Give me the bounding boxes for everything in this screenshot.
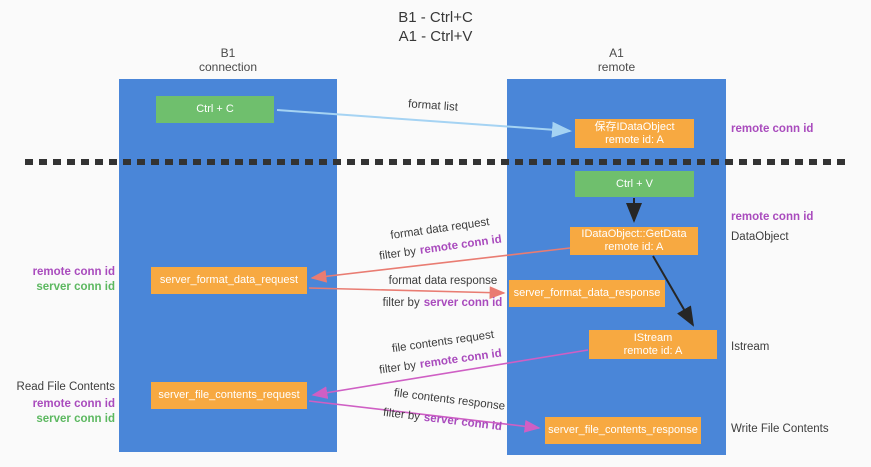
- phase-separator-dashed-line: [25, 159, 846, 165]
- left-read-file-contents: Read File Contents: [16, 381, 115, 393]
- node-format-request-label: server_format_data_request: [159, 274, 299, 286]
- filter-by-text: filter by: [378, 359, 417, 377]
- right-remote-conn-id-top: remote conn id: [731, 123, 814, 135]
- left-server-conn-id-top: server conn id: [36, 281, 115, 293]
- label-format-data-response-text: format data response: [388, 275, 498, 287]
- arrow-format-data-response: [308, 286, 506, 300]
- server-conn-id-text: server conn id: [423, 297, 503, 309]
- node-istream-line1: IStream: [633, 331, 673, 344]
- label-file-contents-response-text: file contents response: [393, 387, 506, 413]
- node-server-format-data-response: server_format_data_response: [509, 280, 665, 307]
- lane-b1-subtitle: connection: [198, 60, 258, 74]
- node-save-idataobject: 保存IDataObject remote id: A: [575, 119, 694, 148]
- lane-header-b1: B1 connection: [119, 46, 337, 74]
- lane-a1-name: A1: [609, 46, 624, 60]
- node-format-response-label: server_format_data_response: [513, 287, 661, 299]
- remote-conn-id-text: remote conn id: [419, 347, 503, 371]
- node-idataobject-getdata: IDataObject::GetData remote id: A: [570, 227, 698, 255]
- node-server-format-data-request: server_format_data_request: [151, 267, 307, 294]
- server-conn-id-text: server conn id: [423, 411, 503, 434]
- label-format-list: format list: [388, 97, 479, 115]
- node-save-idataobject-line1: 保存IDataObject: [594, 120, 675, 133]
- filter-by-text: filter by: [378, 245, 417, 263]
- node-getdata-line2: remote id: A: [604, 241, 664, 253]
- title-line-2: A1 - Ctrl+V: [398, 28, 473, 45]
- node-istream: IStream remote id: A: [589, 330, 717, 359]
- lane-header-a1: A1 remote: [507, 46, 726, 74]
- node-file-response-label: server_file_contents_response: [548, 424, 698, 436]
- right-dataobject: DataObject: [731, 231, 789, 243]
- node-file-request-label: server_file_contents_request: [158, 389, 300, 401]
- node-ctrl-c: Ctrl + C: [156, 96, 274, 123]
- label-format-list-text: format list: [407, 98, 459, 114]
- left-remote-conn-id-bottom: remote conn id: [32, 398, 115, 410]
- title-line-1: B1 - Ctrl+C: [398, 9, 473, 26]
- filter-by-text: filter by: [382, 297, 420, 309]
- left-server-conn-id-bottom: server conn id: [36, 413, 115, 425]
- node-getdata-line1: IDataObject::GetData: [581, 228, 687, 240]
- right-write-file-contents: Write File Contents: [731, 423, 829, 435]
- lane-b1-name: B1: [220, 46, 236, 60]
- node-server-file-contents-request: server_file_contents_request: [151, 382, 307, 409]
- remote-conn-id-text: remote conn id: [419, 233, 503, 257]
- diagram-title: B1 - Ctrl+C A1 - Ctrl+V: [0, 8, 871, 46]
- filter-by-text: filter by: [382, 406, 421, 424]
- label-format-data-response: format data response: [378, 275, 508, 287]
- node-ctrl-c-label: Ctrl + C: [196, 103, 234, 115]
- node-ctrl-v-label: Ctrl + V: [616, 177, 653, 190]
- node-save-idataobject-line2: remote id: A: [605, 133, 664, 146]
- right-remote-conn-id-mid: remote conn id: [731, 211, 814, 223]
- lane-a1-subtitle: remote: [597, 60, 636, 74]
- right-istream: Istream: [731, 341, 770, 353]
- left-remote-conn-id-top: remote conn id: [32, 266, 115, 278]
- node-server-file-contents-response: server_file_contents_response: [545, 417, 701, 444]
- node-istream-line2: remote id: A: [623, 344, 683, 357]
- node-ctrl-v: Ctrl + V: [575, 171, 694, 197]
